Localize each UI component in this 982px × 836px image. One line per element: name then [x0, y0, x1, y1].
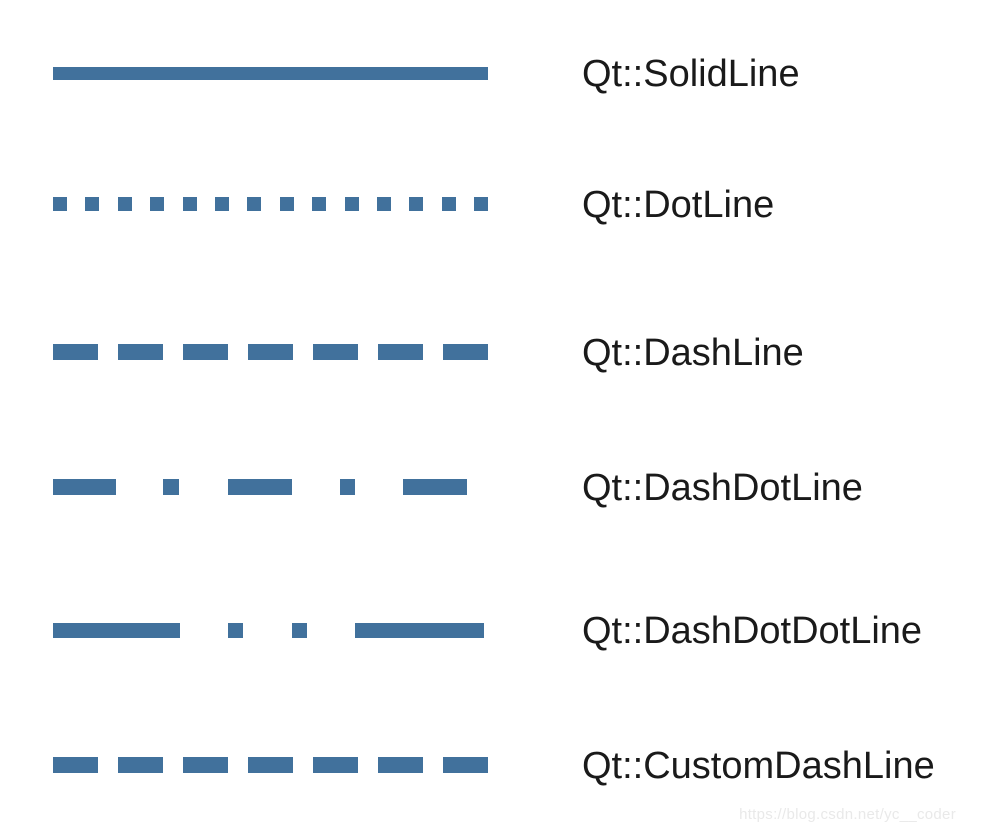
line-segment: [345, 197, 359, 211]
line-segment: [313, 757, 358, 773]
line-segment: [442, 197, 456, 211]
line-segment: [118, 757, 163, 773]
line-sample-dash-dot: [53, 479, 488, 495]
line-segment: [443, 757, 488, 773]
line-segment: [378, 344, 423, 360]
line-segment: [292, 623, 307, 638]
pen-style-label: Qt::DotLine: [582, 184, 775, 226]
line-segment: [247, 197, 261, 211]
line-sample-dash-dot-dot: [53, 623, 488, 638]
line-segment: [118, 344, 163, 360]
csdn-watermark: https://blog.csdn.net/yc__coder: [739, 806, 956, 823]
line-sample-custom-dash: [53, 757, 488, 773]
pen-style-label: Qt::DashLine: [582, 332, 804, 374]
line-segment: [53, 757, 98, 773]
line-segment: [248, 757, 293, 773]
line-segment: [443, 344, 488, 360]
line-segment: [228, 479, 292, 495]
line-segment: [118, 197, 132, 211]
line-sample-dash: [53, 344, 488, 360]
line-segment: [280, 197, 294, 211]
line-segment: [183, 197, 197, 211]
line-segment: [409, 197, 423, 211]
line-sample-solid: [53, 67, 488, 80]
line-segment: [183, 757, 228, 773]
pen-style-label: Qt::DashDotDotLine: [582, 610, 923, 652]
line-segment: [228, 623, 243, 638]
line-segment: [85, 197, 99, 211]
line-segment: [312, 197, 326, 211]
pen-style-label: Qt::SolidLine: [582, 53, 800, 95]
line-segment: [53, 67, 488, 80]
line-segment: [378, 757, 423, 773]
line-sample-dot: [53, 197, 488, 211]
line-segment: [53, 623, 180, 638]
pen-style-label: Qt::CustomDashLine: [582, 745, 935, 787]
pen-style-label: Qt::DashDotLine: [582, 467, 863, 509]
line-segment: [183, 344, 228, 360]
line-segment: [163, 479, 179, 495]
line-segment: [53, 344, 98, 360]
line-segment: [355, 623, 484, 638]
line-segment: [377, 197, 391, 211]
line-segment: [474, 197, 488, 211]
line-segment: [215, 197, 229, 211]
line-segment: [313, 344, 358, 360]
line-segment: [150, 197, 164, 211]
line-segment: [403, 479, 467, 495]
line-segment: [248, 344, 293, 360]
line-segment: [53, 479, 116, 495]
line-segment: [53, 197, 67, 211]
line-segment: [340, 479, 355, 495]
